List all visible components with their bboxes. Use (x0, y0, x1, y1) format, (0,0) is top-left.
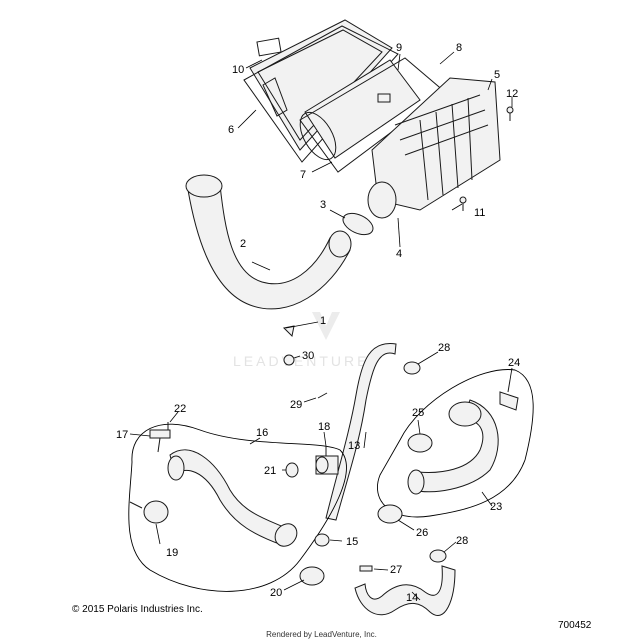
callout-28-lower[interactable]: 28 (456, 535, 468, 547)
bracket-24[interactable] (499, 379, 519, 411)
air-box-cover[interactable] (249, 19, 393, 151)
callout-15[interactable]: 15 (346, 536, 358, 548)
seal-28-upper[interactable] (403, 361, 421, 375)
valve-18[interactable] (315, 446, 339, 475)
callout-20[interactable]: 20 (270, 587, 282, 599)
callout-21[interactable]: 21 (264, 465, 276, 477)
screw-12[interactable] (506, 106, 514, 121)
air-filter[interactable] (293, 59, 421, 166)
callout-3[interactable]: 3 (320, 199, 326, 211)
diagram-number: 700452 (558, 620, 592, 631)
fitting-29[interactable] (317, 392, 328, 399)
air-box-base[interactable] (367, 77, 501, 219)
callout-5[interactable]: 5 (494, 69, 500, 81)
callout-10[interactable]: 10 (232, 64, 244, 76)
hose-13[interactable] (325, 343, 397, 521)
drain-plug[interactable] (282, 325, 295, 338)
callout-18[interactable]: 18 (318, 421, 330, 433)
intake-duct[interactable] (185, 174, 352, 310)
callout-13[interactable]: 13 (348, 440, 360, 452)
screw-11[interactable] (459, 196, 467, 211)
grommet-15[interactable] (314, 533, 330, 547)
callout-2[interactable]: 2 (240, 238, 246, 250)
seal-28-lower[interactable] (429, 549, 447, 563)
throttle-duct-23[interactable] (407, 399, 499, 495)
leadventure-watermark: LEADVENTURE (233, 312, 369, 369)
watermark-text: LEADVENTURE (233, 353, 369, 369)
callout-4[interactable]: 4 (396, 248, 402, 260)
clip-30[interactable] (283, 354, 295, 366)
leader-lines (129, 51, 513, 601)
group-23-outline (377, 369, 534, 518)
callout-17[interactable]: 17 (116, 429, 128, 441)
callout-6[interactable]: 6 (228, 124, 234, 136)
callout-8[interactable]: 8 (456, 42, 462, 54)
duct-16[interactable] (167, 449, 301, 551)
sensor-17[interactable] (149, 429, 171, 453)
callout-30[interactable]: 30 (302, 350, 314, 362)
callout-9[interactable]: 9 (396, 42, 402, 54)
callout-29[interactable]: 29 (290, 399, 302, 411)
callout-7[interactable]: 7 (300, 169, 306, 181)
clamp-20[interactable] (299, 566, 325, 586)
callout-12[interactable]: 12 (506, 88, 518, 100)
callout-27[interactable]: 27 (390, 564, 402, 576)
rendered-by-text: Rendered by LeadVenture, Inc. (266, 630, 377, 639)
ring-21[interactable] (285, 462, 299, 478)
callout-19[interactable]: 19 (166, 547, 178, 559)
copyright-text: © 2015 Polaris Industries Inc. (72, 604, 203, 615)
callout-labels: 1 2 3 4 5 6 7 8 9 10 11 12 13 14 15 16 1… (116, 42, 520, 604)
callout-11[interactable]: 11 (474, 207, 485, 219)
callout-14[interactable]: 14 (406, 592, 418, 604)
callout-24[interactable]: 24 (508, 357, 520, 369)
callout-28-upper[interactable]: 28 (438, 342, 450, 354)
group-16-outline (128, 423, 347, 592)
cover-seal[interactable] (243, 25, 399, 163)
callout-22[interactable]: 22 (174, 403, 186, 415)
hose-14[interactable] (354, 565, 456, 616)
callout-26[interactable]: 26 (416, 527, 428, 539)
callout-1[interactable]: 1 (320, 315, 326, 327)
clamp-19[interactable] (129, 500, 169, 524)
callout-25[interactable]: 25 (412, 407, 424, 419)
callout-16[interactable]: 16 (256, 427, 268, 439)
clamp-26[interactable] (377, 504, 403, 524)
callout-23[interactable]: 23 (490, 501, 502, 513)
pin-27[interactable] (359, 565, 373, 572)
clamp-25[interactable] (407, 433, 433, 453)
